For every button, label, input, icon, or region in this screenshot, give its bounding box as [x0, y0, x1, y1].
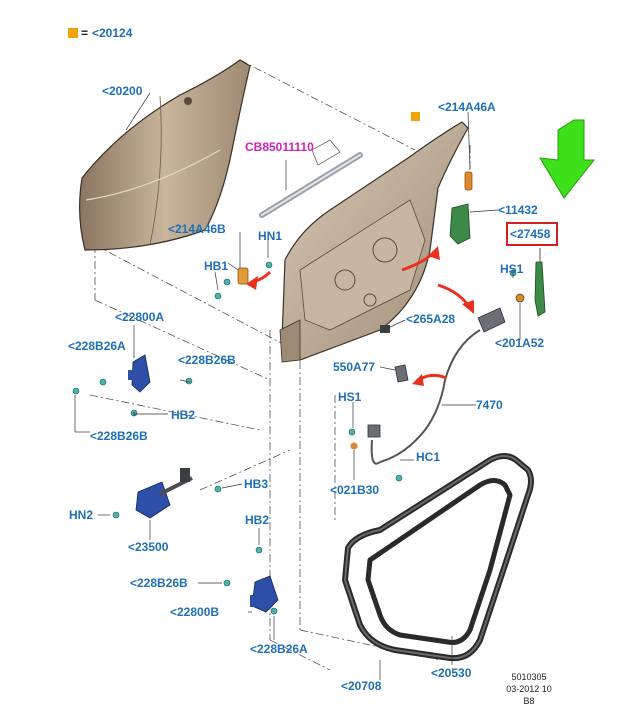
fasteners	[72, 261, 517, 615]
footer-code: 5010305	[511, 672, 547, 682]
seal-part-a	[464, 171, 473, 191]
door-seals	[342, 453, 534, 662]
label-20200: <20200	[102, 84, 143, 98]
label-201A52: <201A52	[495, 336, 545, 350]
label-228B26A-lower: <228B26A	[250, 642, 308, 656]
outer-door-panel	[79, 59, 251, 251]
label-228B26B-upper: <228B26B	[178, 353, 236, 367]
label-228B26B-middle: <228B26B	[90, 429, 148, 443]
seal-part-b	[237, 267, 249, 285]
label-hc1: HC1	[416, 450, 441, 464]
bracket-11432	[449, 203, 471, 245]
label-228B26B-lower: <228B26B	[130, 576, 188, 590]
lower-hinge	[250, 575, 279, 613]
lock-assembly	[350, 293, 525, 465]
label-021B30: <021B30	[330, 483, 380, 497]
legend-color-swatch	[68, 28, 78, 38]
door-check	[135, 468, 193, 519]
label-hs1-upper: HS1	[500, 262, 524, 276]
label-214A46A: <214A46A	[438, 100, 496, 114]
label-11432: <11432	[498, 203, 538, 217]
sealing-strip-27458	[534, 261, 546, 317]
label-cb85011110: CB85011110	[245, 140, 314, 154]
label-hn1: HN1	[258, 229, 283, 243]
label-20530: <20530	[431, 666, 472, 680]
footer-revision: B8	[523, 696, 535, 706]
highlight-arrow	[539, 119, 596, 199]
label-214A46B: <214A46B	[168, 222, 226, 236]
label-hb2-lower: HB2	[245, 513, 270, 527]
label-550A77: 550A77	[333, 360, 376, 374]
label-27458: <27458	[510, 227, 551, 241]
label-hb2-upper: HB2	[171, 408, 196, 422]
label-265A28: <265A28	[406, 312, 456, 326]
cable-clip	[380, 325, 390, 333]
label-hn2: HN2	[69, 508, 94, 522]
label-23500: <23500	[128, 540, 169, 554]
label-22800B: <22800B	[170, 605, 220, 619]
footer-date: 03-2012 10	[506, 684, 552, 694]
label-hb1: HB1	[204, 259, 229, 273]
inner-door-frame	[279, 121, 469, 363]
label-hs1-lower: HS1	[338, 390, 362, 404]
label-hb3: HB3	[244, 477, 269, 491]
legend-equals: =	[81, 26, 89, 40]
upper-hinge	[128, 354, 151, 393]
highlight-box	[506, 222, 558, 246]
label-7470: 7470	[476, 398, 503, 412]
label-22800A: <22800A	[115, 310, 165, 324]
color-key-marker	[411, 112, 420, 121]
legend-reference: <20124	[92, 26, 133, 40]
label-20708: <20708	[341, 679, 382, 693]
label-228B26A-upper: <228B26A	[68, 339, 126, 353]
